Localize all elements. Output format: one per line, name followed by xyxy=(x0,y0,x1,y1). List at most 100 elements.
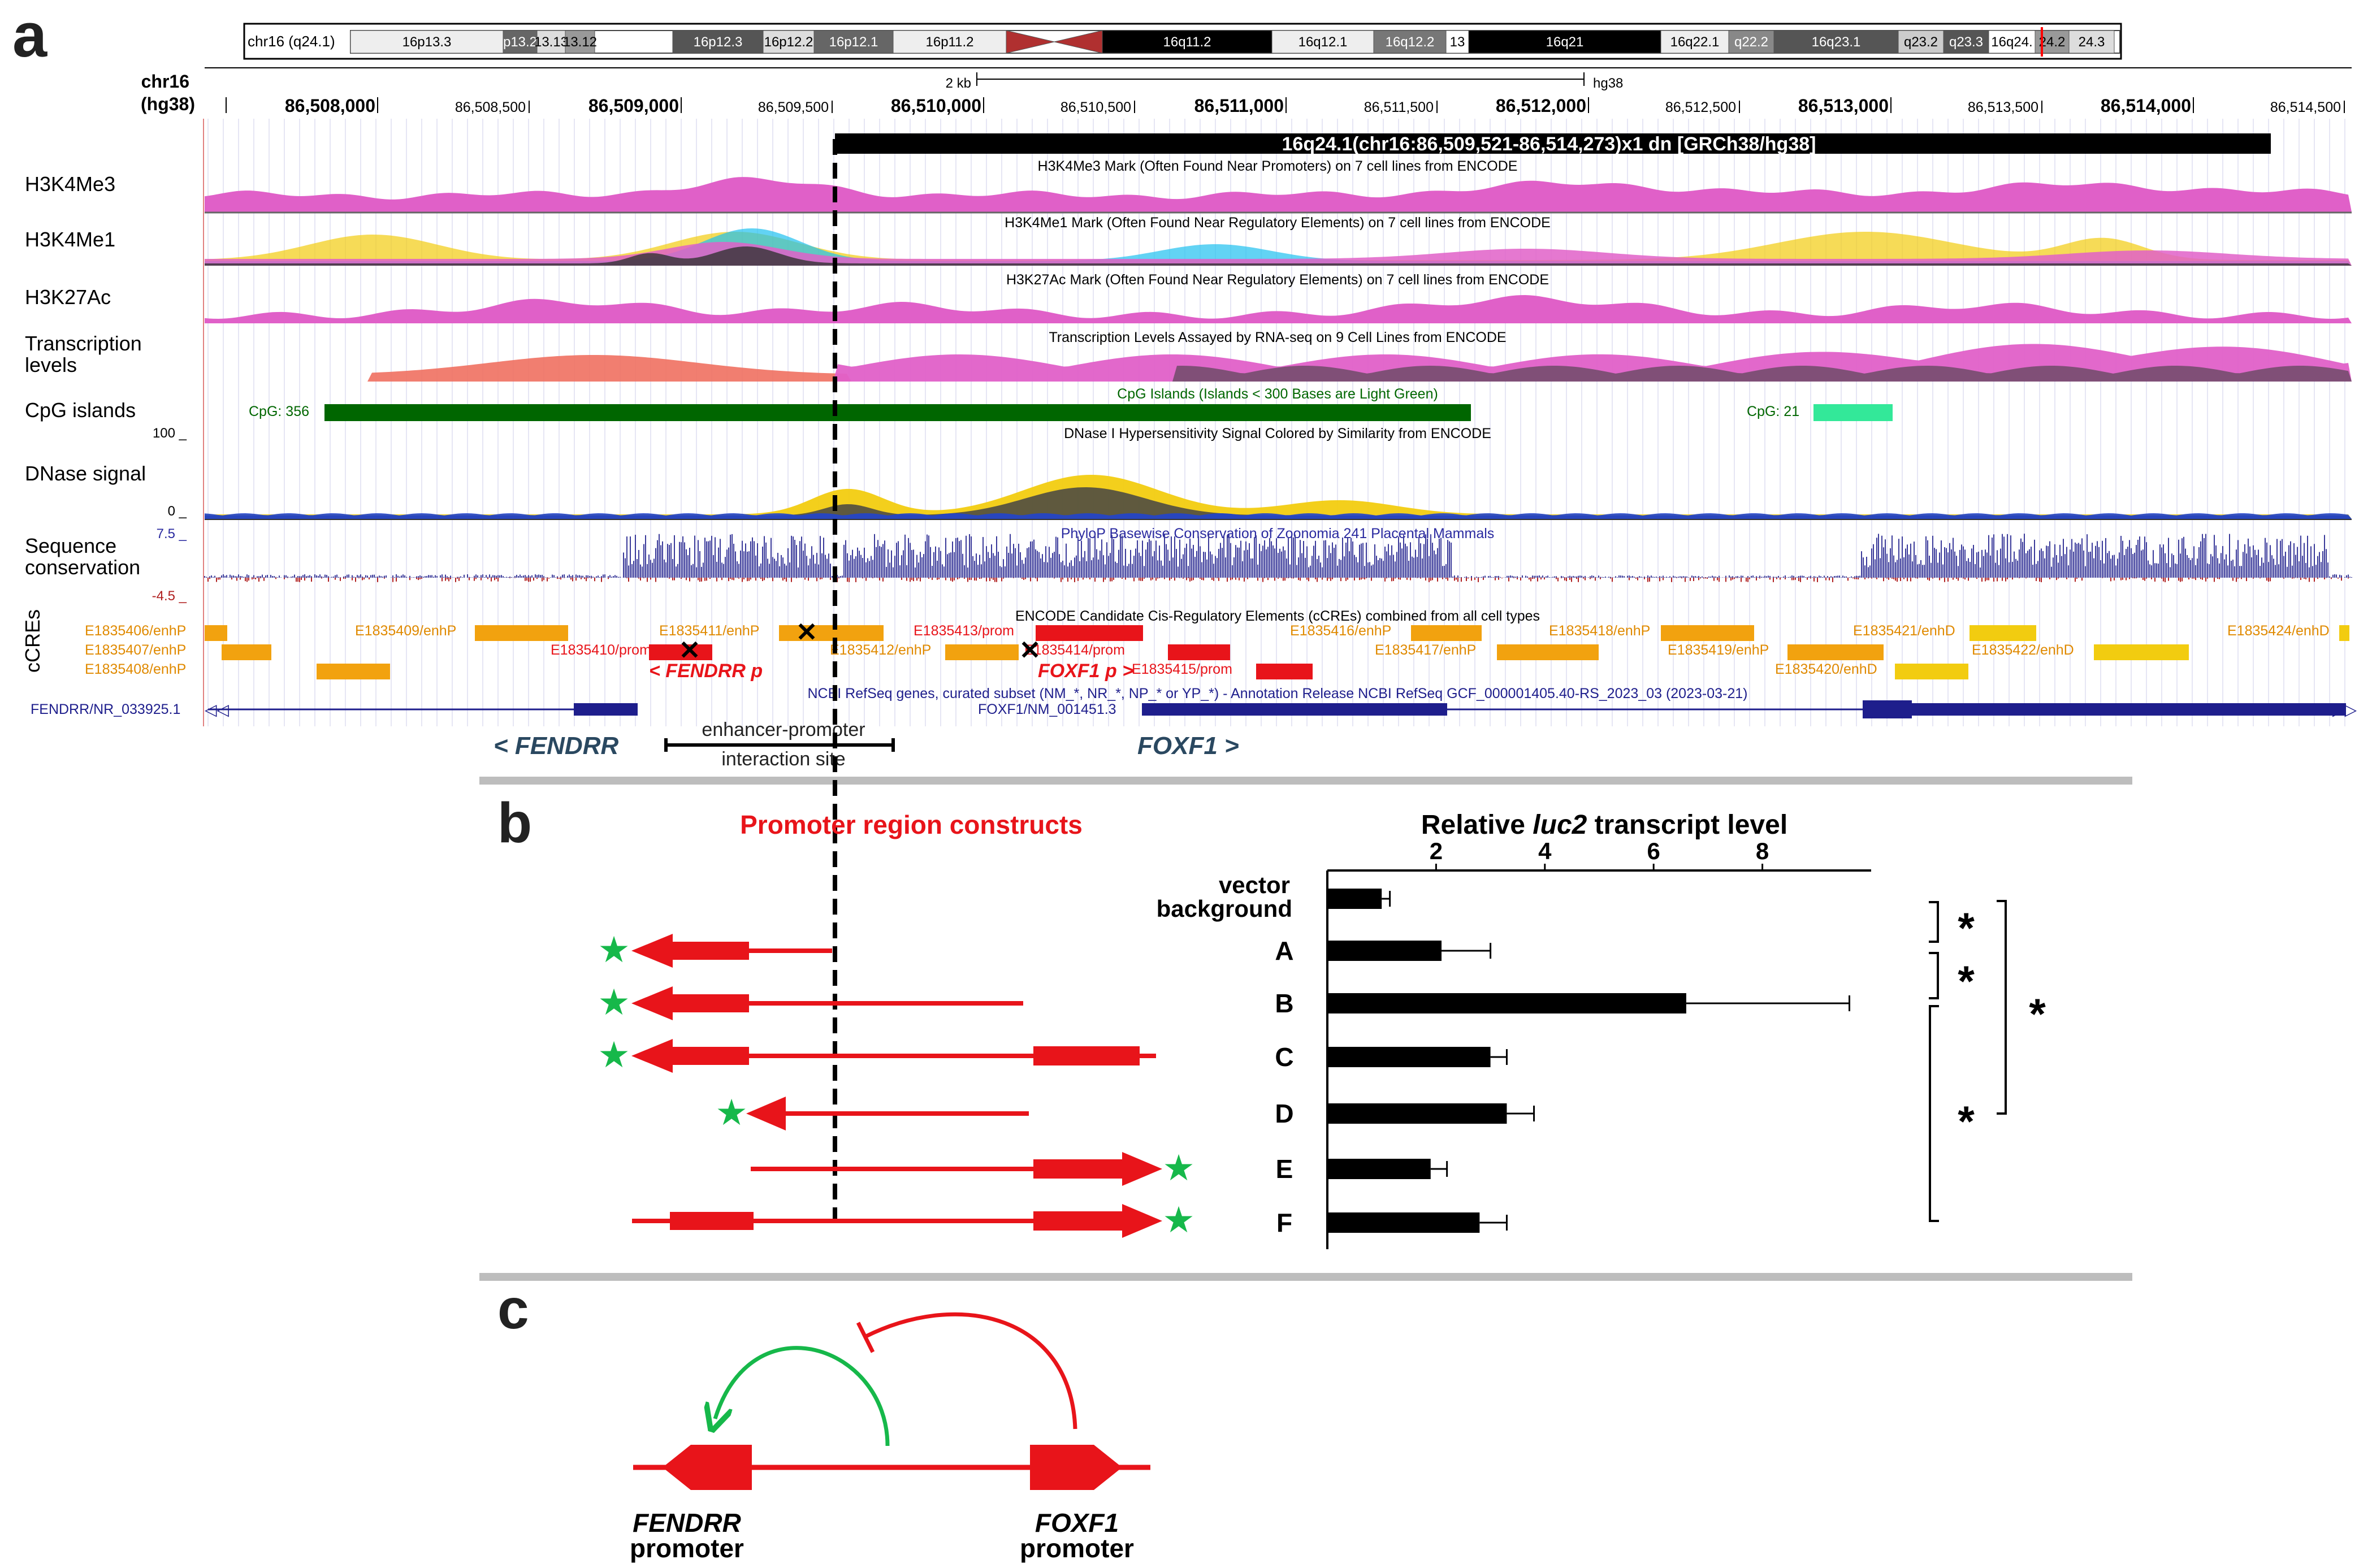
ccre-label: E1835421/enhD xyxy=(1853,623,1955,639)
track-label-ccre: cCREs xyxy=(21,609,44,673)
chart-title: Relative luc2 transcript level xyxy=(1421,810,1787,840)
foxf1-promoter-shape xyxy=(1030,1445,1122,1490)
chart-bar xyxy=(1327,889,1382,909)
caption-transcription: Transcription Levels Assayed by RNA-seq … xyxy=(1049,330,1506,345)
ideogram-band-label: p13.2 xyxy=(503,34,537,50)
ideogram-band-label: 13 xyxy=(1450,34,1465,50)
ccre-label: E1835424/enhD xyxy=(2227,623,2330,639)
ccre-element xyxy=(649,644,712,660)
ideogram-band-label: 16q23.1 xyxy=(1812,34,1861,50)
promoter-constructs: ★ ★ ★ ★ ★ xyxy=(598,929,1194,1240)
ccre-element xyxy=(222,644,271,660)
ruler-minor-tick-label: 86,511,500 xyxy=(1364,99,1434,115)
panel-a-label: a xyxy=(12,1,47,70)
divider-a-b xyxy=(479,777,2132,785)
ideogram-band xyxy=(1373,30,1447,54)
ccre-element xyxy=(1895,664,1968,679)
chart-x-tick-label: 6 xyxy=(1647,838,1660,864)
foxf1-direction-marker: ▷▷ xyxy=(2332,701,2357,718)
caption-h3k27ac: H3K27Ac Mark (Often Found Near Regulator… xyxy=(1006,272,1549,288)
ideogram-band xyxy=(1102,30,1272,54)
dnase-signal-blue xyxy=(205,513,2352,519)
ccre-element xyxy=(1256,664,1313,679)
ideogram-band xyxy=(536,30,566,54)
ideogram-band-label: 24.2 xyxy=(2039,34,2066,50)
ccre-element xyxy=(2094,644,2189,660)
ideogram-band-label: 16q21 xyxy=(1546,34,1584,50)
chart-category-label: vector xyxy=(1219,872,1290,898)
chart-bar xyxy=(1327,941,1442,961)
ideogram-band xyxy=(1773,30,1899,54)
ideogram-label: chr16 (q24.1) xyxy=(248,33,335,50)
cpg-island-21 xyxy=(1813,404,1893,421)
construct-a: ★ xyxy=(598,929,832,970)
fendrr-gene-label: < FENDRR xyxy=(494,732,618,760)
significance-bracket xyxy=(1929,952,1939,999)
track-label-transcription-2: levels xyxy=(25,353,77,376)
ccre-track: E1835406/enhPE1835407/enhPE1835408/enhPE… xyxy=(85,617,2349,679)
ideogram-band xyxy=(1898,30,1944,54)
ccre-element xyxy=(1036,625,1143,641)
cpg-island-356-label: CpG: 356 xyxy=(249,404,309,419)
ccre-label: E1835420/enhD xyxy=(1775,661,1877,677)
ccre-label: E1835407/enhP xyxy=(85,642,186,658)
ideogram-band-label: q22.2 xyxy=(1734,34,1768,50)
conservation-max: 7.5 _ xyxy=(157,526,187,542)
reporter-star-f: ★ xyxy=(1162,1199,1194,1240)
significance-star: * xyxy=(1958,1098,1975,1146)
caption-conservation: PhyloP Basewise Conservation of Zoonomia… xyxy=(1061,526,1495,542)
ccre-label: E1835408/enhP xyxy=(85,661,186,677)
reporter-star-c: ★ xyxy=(598,1034,630,1075)
track-label-conservation-1: Sequence xyxy=(25,534,116,557)
ideogram-band-label: q23.2 xyxy=(1904,34,1938,50)
chart-category-label: background xyxy=(1157,895,1292,922)
chart-category-label: A xyxy=(1275,936,1293,965)
ccre-element xyxy=(205,625,227,641)
ccre-element xyxy=(317,664,390,679)
ideogram-band xyxy=(1468,30,1661,54)
refseq-genes: FENDRR/NR_033925.1 ◁◁ FOXF1/NM_001451.3 … xyxy=(31,700,2357,718)
h3k27ac-signal xyxy=(205,295,2352,323)
disrupted-site-mark: ✕ xyxy=(1019,635,1041,665)
significance-star: * xyxy=(2029,990,2046,1038)
ccre-label: E1835410/prom xyxy=(551,642,651,658)
track-label-conservation-2: conservation xyxy=(25,556,140,579)
ruler-minor-tick-label: 86,509,500 xyxy=(758,99,829,115)
fendrr-promoter-name: FENDRR xyxy=(633,1508,741,1537)
chart-bar xyxy=(1327,1159,1431,1179)
construct-f: ★ xyxy=(632,1199,1195,1240)
track-label-h3k4me1: H3K4Me1 xyxy=(25,228,115,251)
ruler-chrom: chr16 xyxy=(141,71,189,92)
significance-star: * xyxy=(1958,904,1975,952)
ideogram-band-label: 16p13.3 xyxy=(402,34,452,50)
ruler-minor-tick-label: 86,508,500 xyxy=(455,99,526,115)
track-label-cpg: CpG islands xyxy=(25,399,136,422)
ruler-major-tick-label: 86,509,000 xyxy=(588,96,679,116)
ccre-label: E1835419/enhP xyxy=(1668,642,1769,658)
track-label-transcription-1: Transcription xyxy=(25,332,142,355)
construct-d: ★ xyxy=(715,1092,1029,1133)
ccre-label: E1835409/enhP xyxy=(355,623,456,639)
ccre-label: E1835414/prom xyxy=(1024,642,1125,658)
chart-category-label: D xyxy=(1275,1099,1293,1128)
ideogram-band xyxy=(1988,30,2036,54)
divider-b-c xyxy=(479,1273,2132,1281)
ccre-element xyxy=(1497,644,1599,660)
ideogram-band-label: 13.12 xyxy=(563,34,597,50)
panel-b-label: b xyxy=(497,791,532,855)
ideogram-band xyxy=(1728,30,1774,54)
ruler-major-tick-label: 86,514,000 xyxy=(2101,96,2191,116)
chart-category-label: E xyxy=(1276,1154,1293,1184)
ruler-minor-tick-label: 86,512,500 xyxy=(1665,99,1736,115)
chart-bar xyxy=(1327,1103,1507,1124)
ideogram-band-label: 16p12.2 xyxy=(764,34,813,50)
chart-bar xyxy=(1327,1047,1491,1067)
track-grid xyxy=(207,119,2345,726)
ideogram-band xyxy=(813,30,894,54)
h3k4me1-signal-dark xyxy=(205,246,2352,266)
foxf1-promoter-word: promoter xyxy=(1020,1534,1134,1563)
construct-c: ★ xyxy=(598,1034,1156,1075)
track-label-h3k4me3: H3K4Me3 xyxy=(25,172,115,196)
ideogram-band-label: 13.13 xyxy=(534,34,568,50)
